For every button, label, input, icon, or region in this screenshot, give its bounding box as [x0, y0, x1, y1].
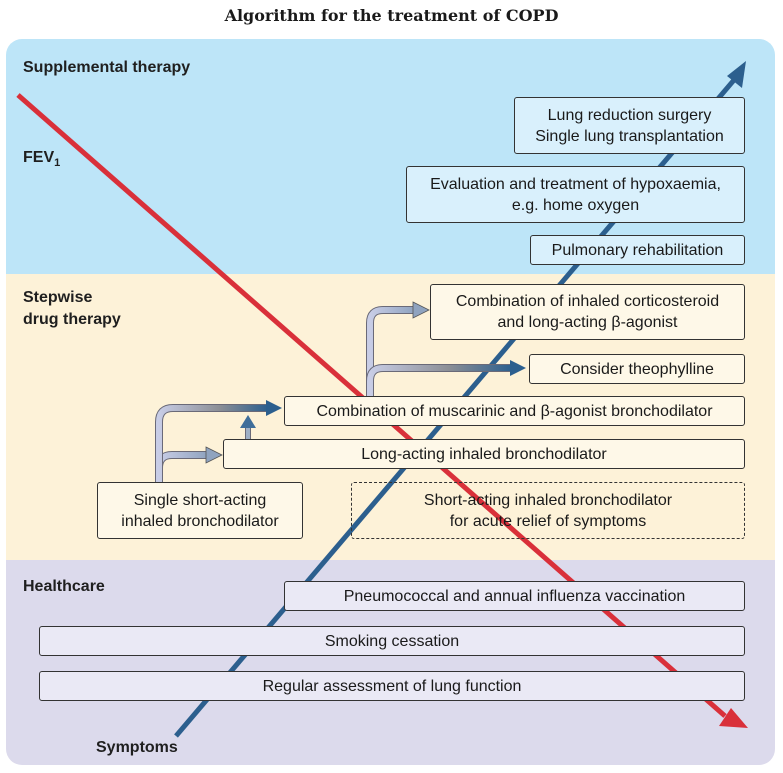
box-pulmonary-rehab: Pulmonary rehabilitation: [530, 235, 745, 265]
band-label-stepwise: Stepwise drug therapy: [23, 289, 121, 328]
box-ics-laba-text: Combination of inhaled corticosteroid an…: [455, 293, 720, 331]
box-hypoxaemia-text: Evaluation and treatment of hypoxaemia, …: [430, 175, 721, 214]
box-hypoxaemia: Evaluation and treatment of hypoxaemia, …: [406, 166, 745, 223]
fev1-label-text: FEV: [23, 149, 55, 166]
box-single-short-acting: Single short-acting inhaled bronchodilat…: [97, 482, 303, 539]
band-label-healthcare: Healthcare: [23, 578, 105, 595]
box-ics-laba: Combination of inhaled corticosteroid an…: [430, 284, 745, 340]
box-long-acting: Long-acting inhaled bronchodilator: [223, 439, 745, 469]
box-theophylline: Consider theophylline: [529, 354, 745, 384]
symptoms-label: Symptoms: [96, 739, 178, 756]
box-lung-function: Regular assessment of lung function: [39, 671, 745, 701]
box-short-acting-relief: Short-acting inhaled bronchodilator for …: [351, 482, 745, 539]
box-vaccination: Pneumococcal and annual influenza vaccin…: [284, 581, 745, 611]
fev1-label-subscript: 1: [54, 157, 61, 170]
box-lung-function-text: Regular assessment of lung function: [262, 677, 522, 695]
box-smoking-cessation-text: Smoking cessation: [324, 632, 460, 650]
box-short-acting-relief-text: Short-acting inhaled bronchodilator for …: [423, 491, 673, 530]
box-muscarinic-beta: Combination of muscarinic and β-agonist …: [284, 396, 745, 426]
box-smoking-cessation: Smoking cessation: [39, 626, 745, 656]
box-pulmonary-rehab-text: Pulmonary rehabilitation: [551, 241, 724, 259]
box-vaccination-text: Pneumococcal and annual influenza vaccin…: [343, 587, 686, 605]
box-theophylline-text: Consider theophylline: [560, 360, 714, 378]
box-long-acting-text: Long-acting inhaled bronchodilator: [361, 445, 607, 463]
diagram-title: Algorithm for the treatment of COPD: [224, 6, 559, 25]
box-lung-surgery: Lung reduction surgery Single lung trans…: [514, 97, 745, 154]
band-label-supplemental: Supplemental therapy: [23, 59, 191, 76]
box-muscarinic-beta-text: Combination of muscarinic and β-agonist …: [316, 402, 713, 420]
fev1-label: FEV1: [23, 147, 60, 174]
box-single-short-acting-text: Single short-acting inhaled bronchodilat…: [121, 491, 279, 530]
box-lung-surgery-text: Lung reduction surgery Single lung trans…: [535, 106, 724, 145]
